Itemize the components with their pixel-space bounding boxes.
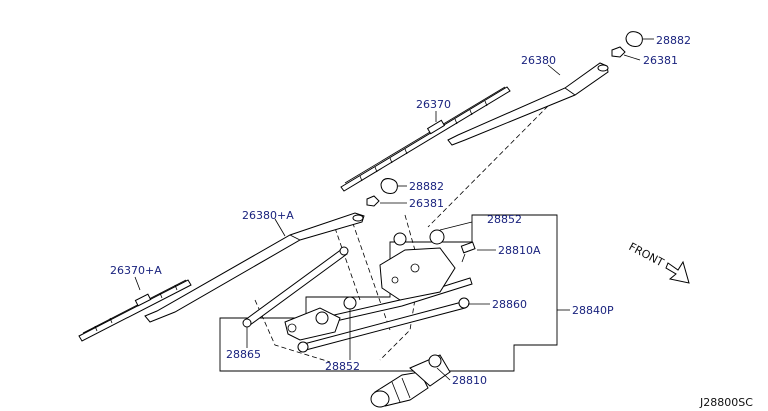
- pivot-cluster-left: [284, 296, 357, 353]
- label-26380: 26380: [521, 54, 556, 67]
- wiper-arm-left: [144, 212, 365, 323]
- label-26370: 26370: [416, 98, 451, 111]
- label-28810a: 28810A: [498, 244, 541, 257]
- label-28840p: 28840P: [572, 304, 614, 317]
- front-direction-indicator: FRONT: [627, 240, 690, 284]
- linkage-assembly-box: [219, 214, 558, 372]
- label-28882-middle: 28882: [409, 180, 444, 193]
- front-arrow-icon: [665, 260, 690, 284]
- reference-code: J28800SC: [699, 396, 753, 409]
- label-28810: 28810: [452, 374, 487, 387]
- dashed-guide-left-arm-1: [349, 214, 391, 331]
- label-26381-middle: 26381: [409, 197, 444, 210]
- wiper-blade-right: [340, 86, 511, 192]
- label-26381-top: 26381: [643, 54, 678, 67]
- mounting-bolt: [460, 241, 476, 263]
- pivot-nut-top: [611, 46, 626, 58]
- dashed-guide-center: [379, 214, 421, 361]
- label-26380a: 26380+A: [242, 209, 294, 222]
- label-26370a: 26370+A: [110, 264, 162, 277]
- label-28882-top: 28882: [656, 34, 691, 47]
- wiper-arm-right: [447, 62, 609, 146]
- pivot-cap-middle: [380, 178, 398, 194]
- wiper-motor: [370, 354, 451, 408]
- pivot-cap-top: [625, 31, 643, 47]
- dashed-guide-left-arm-2: [334, 227, 361, 301]
- pivot-nut-middle: [366, 195, 380, 207]
- leader-lines: [134, 38, 654, 381]
- front-label: FRONT: [627, 240, 667, 269]
- label-28860: 28860: [492, 298, 527, 311]
- wiper-blade-left: [78, 279, 192, 342]
- label-28852-top: 28852: [487, 213, 522, 226]
- label-28865: 28865: [226, 348, 261, 361]
- pivot-bracket-center: [379, 229, 456, 301]
- dashed-guide-arm-to-pivot: [427, 105, 549, 228]
- label-28852-bottom: 28852: [325, 360, 360, 373]
